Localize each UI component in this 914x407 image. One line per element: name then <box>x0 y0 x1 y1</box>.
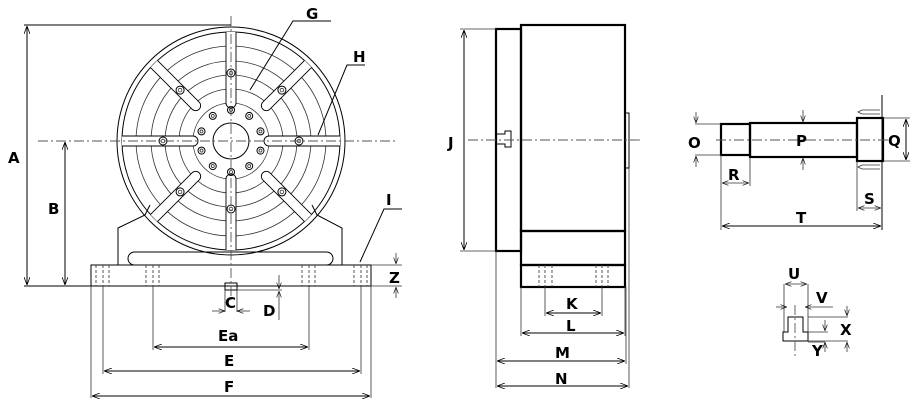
label-x: X <box>840 321 852 339</box>
bolt-hole <box>175 187 185 197</box>
dimension-x: X <box>808 306 852 352</box>
label-v: V <box>816 289 828 307</box>
label-z: Z <box>389 269 400 287</box>
shaft-detail: O P Q R S T <box>688 95 910 230</box>
dimension-r: R <box>720 155 751 230</box>
t-slot <box>150 60 202 112</box>
inner-bolt-hole-center <box>247 164 252 168</box>
tslot-profile <box>782 316 809 342</box>
inner-bolt-hole-center <box>199 148 204 153</box>
shaft-pilot <box>719 122 752 157</box>
inner-bolt-hole-center <box>247 114 252 118</box>
dimension-e: E <box>102 286 362 374</box>
t-slots <box>122 32 340 250</box>
dimension-k: K <box>544 287 603 316</box>
dimension-m: M <box>495 251 627 388</box>
screw-top <box>857 109 880 115</box>
label-f: F <box>224 378 234 396</box>
inner-bolt-hole <box>197 127 206 136</box>
tslot-detail: U V X Y <box>776 265 852 360</box>
label-d: D <box>263 302 275 320</box>
bolt-hole <box>175 85 185 95</box>
label-o: O <box>688 134 701 152</box>
t-slot <box>260 170 312 222</box>
dimension-ea: Ea <box>152 286 310 350</box>
label-u: U <box>788 265 800 283</box>
dimension-v: V <box>776 289 833 307</box>
label-k: K <box>566 295 579 313</box>
front-view: A B C D Ea <box>8 5 402 398</box>
inner-bolt-hole <box>208 162 217 171</box>
dimension-y: Y <box>808 320 828 360</box>
label-n: N <box>555 370 568 388</box>
label-b: B <box>48 200 59 218</box>
dimension-s: S <box>856 161 880 211</box>
rear-cover <box>624 112 630 169</box>
label-t: T <box>796 209 807 227</box>
bolt-hole-inner <box>177 87 183 93</box>
inner-bolt-hole <box>197 146 206 155</box>
dimension-o: O <box>688 112 721 167</box>
label-g: G <box>306 5 318 23</box>
t-slot <box>150 170 202 222</box>
label-p: P <box>796 132 807 150</box>
inner-bolt-hole <box>256 127 265 136</box>
bolt-hole <box>277 85 287 95</box>
label-c: C <box>225 294 236 312</box>
leader-g: G <box>249 5 331 91</box>
inner-bolt-hole <box>245 111 254 120</box>
bolt-hole-inner <box>177 189 183 195</box>
bolt-hole-inner <box>279 189 285 195</box>
leader-i: I <box>359 191 402 263</box>
dimension-q: Q <box>883 117 910 162</box>
label-l: L <box>566 317 576 335</box>
inner-bolt-hole-center <box>199 129 204 134</box>
dimension-c: C <box>212 290 250 312</box>
bolt-hole-inner <box>279 87 285 93</box>
dimension-n: N <box>498 168 630 388</box>
label-q: Q <box>888 132 901 150</box>
dimension-z: Z <box>371 253 402 298</box>
label-i: I <box>386 191 392 209</box>
dimension-t: T <box>723 209 880 227</box>
label-y: Y <box>811 342 824 360</box>
label-ea: Ea <box>218 327 238 345</box>
label-r: R <box>728 166 740 184</box>
inner-bolt-hole-center <box>258 148 263 153</box>
key-bolt <box>497 130 512 148</box>
dimension-a: A <box>8 24 231 287</box>
inner-bolt-hole <box>208 111 217 120</box>
base-block <box>519 229 627 267</box>
label-h: H <box>353 48 366 66</box>
dimension-d: D <box>237 275 282 320</box>
shaft-head <box>855 116 885 163</box>
dimension-l: L <box>520 287 626 336</box>
body <box>519 23 627 233</box>
inner-bolt-hole-center <box>210 114 215 118</box>
bolt-hole <box>277 187 287 197</box>
dimension-p: P <box>796 110 807 170</box>
t-slot <box>260 60 312 112</box>
t-slot <box>263 135 340 147</box>
base-foot <box>519 263 627 289</box>
dimension-f: F <box>90 286 372 398</box>
dimension-b: B <box>48 143 65 284</box>
leader-h: H <box>317 48 366 136</box>
label-j: J <box>447 134 454 152</box>
screw-bottom <box>857 164 880 170</box>
label-s: S <box>864 190 875 208</box>
dimension-j: J <box>447 28 496 252</box>
inner-bolt-hole-center <box>210 164 215 168</box>
inner-bolt-hole <box>256 146 265 155</box>
inner-bolt-hole <box>245 162 254 171</box>
inner-bolt-hole-center <box>258 129 263 134</box>
side-view: J K L M N <box>447 23 640 388</box>
label-m: M <box>555 344 570 362</box>
label-e: E <box>224 352 234 370</box>
label-a: A <box>8 149 20 167</box>
